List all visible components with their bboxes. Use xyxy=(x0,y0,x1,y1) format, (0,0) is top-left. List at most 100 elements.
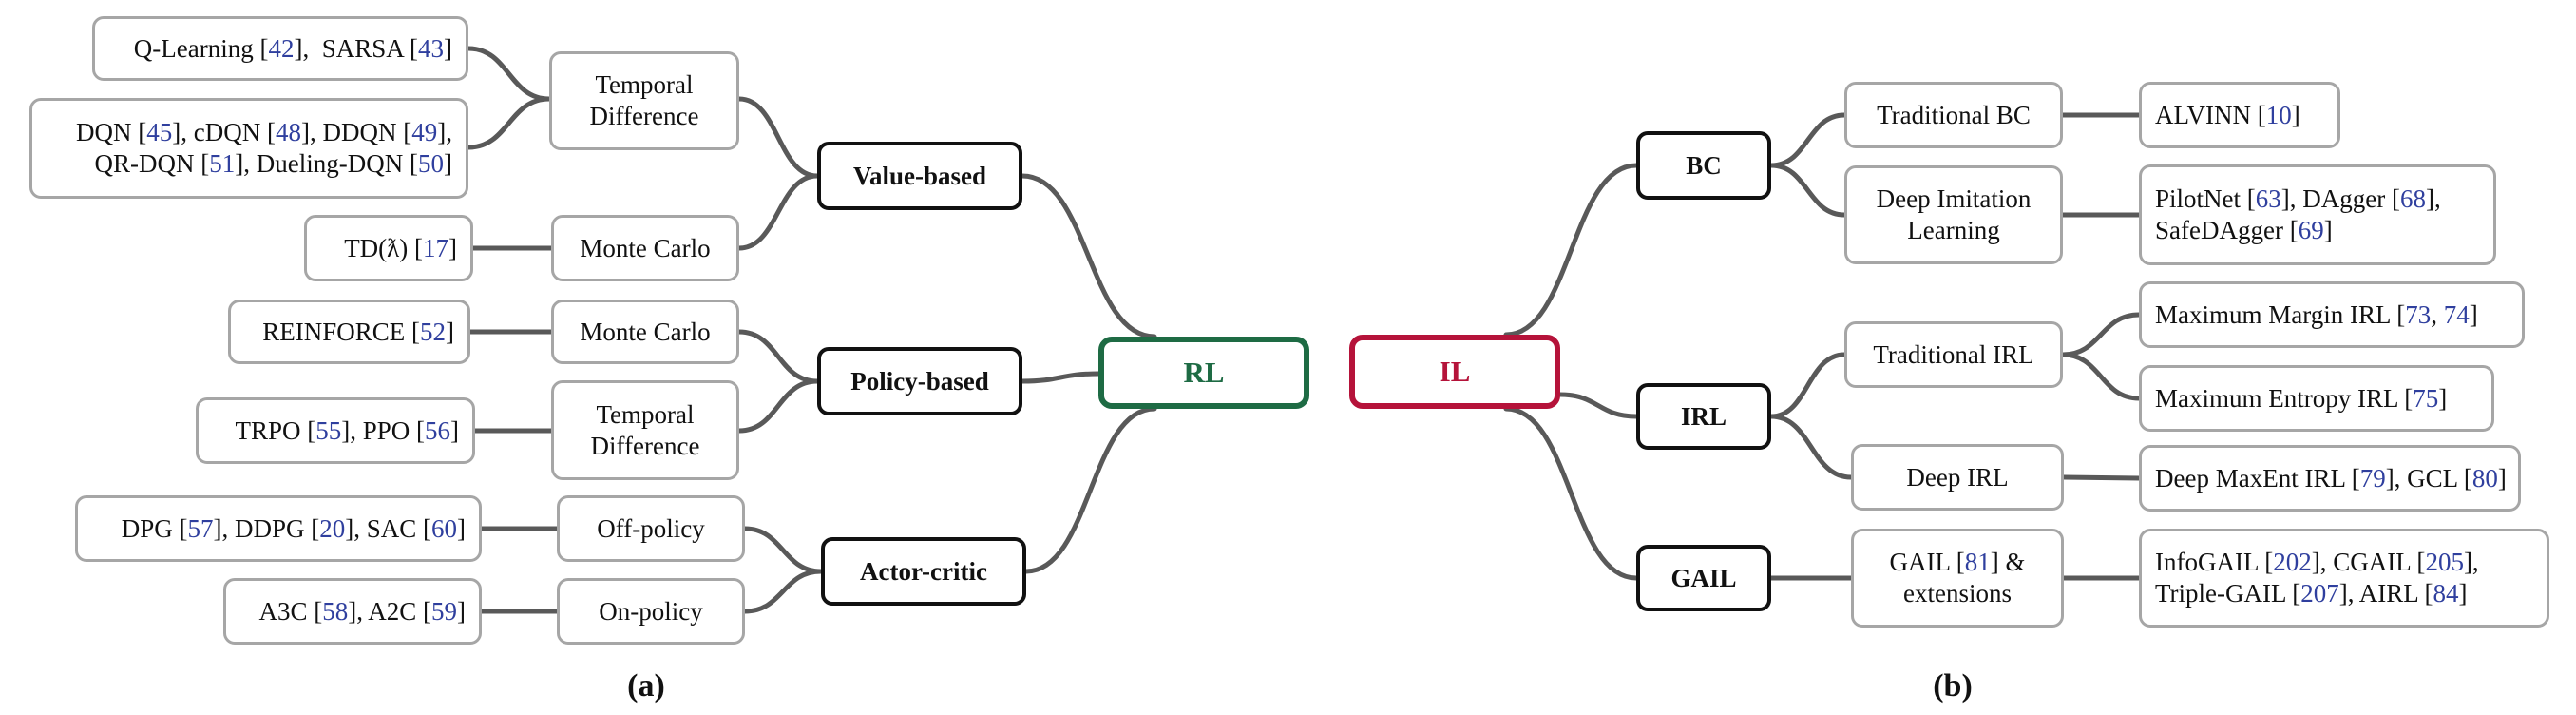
label-lines: PilotNet [63], DAgger [68],SafeDAgger [6… xyxy=(2155,184,2441,246)
label-text: InfoGAIL [ xyxy=(2155,548,2274,576)
label-line: ALVINN [10] xyxy=(2155,100,2300,131)
label-line: TD(ƛ) [17] xyxy=(344,233,457,264)
method-policy-mc: Monte Carlo xyxy=(551,300,739,364)
citation-ref: 17 xyxy=(423,233,448,262)
label-line: Maximum Margin IRL [73, 74] xyxy=(2155,300,2478,331)
label-line: Maximum Entropy IRL [75] xyxy=(2155,383,2447,415)
label-text: ], SARSA [ xyxy=(294,33,418,63)
algo-qlearning: Q-Learning [42], SARSA [43] xyxy=(92,16,468,81)
edge-td-policy xyxy=(736,378,820,434)
citation-ref: 42 xyxy=(268,33,295,63)
algo-reinforce: REINFORCE [52] xyxy=(228,300,470,364)
algo-pilotnet: PilotNet [63], DAgger [68],SafeDAgger [6… xyxy=(2139,164,2496,265)
root-il: IL xyxy=(1349,335,1560,409)
label-lines: DPG [57], DDPG [20], SAC [60] xyxy=(122,513,466,545)
label-lines: GAIL [81] &extensions xyxy=(1890,547,2026,609)
citation-ref: 55 xyxy=(315,415,342,445)
label-text: ], Dueling-DQN [ xyxy=(235,149,418,178)
label-text: ], SAC [ xyxy=(345,513,431,543)
caption-b: (b) xyxy=(1933,668,1973,704)
label-line: REINFORCE [52] xyxy=(262,317,454,348)
label-text: DPG [ xyxy=(121,513,188,543)
citation-ref: 74 xyxy=(2443,300,2470,329)
citation-ref: 56 xyxy=(425,415,450,445)
label-text: ] xyxy=(444,149,452,178)
label-text: PilotNet [ xyxy=(2155,184,2256,213)
citation-ref: 81 xyxy=(1964,548,1991,576)
label-text: ], xyxy=(437,118,452,146)
label-text: ] xyxy=(457,513,466,543)
edge-bc-trad xyxy=(1768,112,1847,168)
label-text: ] xyxy=(457,596,466,626)
label-line: Difference xyxy=(590,431,700,460)
citation-ref: 68 xyxy=(2399,184,2426,213)
label-text: ], A2C [ xyxy=(348,596,431,626)
citation-ref: 207 xyxy=(2300,579,2339,608)
edge-mc-policy xyxy=(736,329,820,384)
citation-ref: 73 xyxy=(2405,300,2432,329)
algo-deep-maxent-irl: Deep MaxEnt IRL [79], GCL [80] xyxy=(2139,445,2521,512)
label-text: ] & xyxy=(1990,548,2026,576)
edge-td-value xyxy=(736,96,820,179)
label-lines: Deep MaxEnt IRL [79], GCL [80] xyxy=(2155,463,2507,494)
category-bc: BC xyxy=(1636,131,1771,200)
label-text: ] xyxy=(450,415,459,445)
method-value-mc: Monte Carlo xyxy=(551,215,739,281)
label-line: GAIL [81] & xyxy=(1890,547,2026,578)
edge-il-bc xyxy=(1503,163,1639,338)
edge-value-rl xyxy=(1020,173,1157,339)
label-line: DQN [45], cDQN [48], DDQN [49], xyxy=(76,117,452,148)
edge-deepirl-deepmaxent xyxy=(2061,474,2142,481)
label-line: TRPO [55], PPO [56] xyxy=(235,415,459,447)
label-text: Deep MaxEnt IRL [ xyxy=(2155,463,2360,493)
label-text: ] xyxy=(446,317,454,346)
label-text: ] xyxy=(444,33,452,63)
label-text: ], xyxy=(2425,184,2441,213)
citation-ref: 84 xyxy=(2433,579,2459,608)
citation-ref: 48 xyxy=(276,118,302,146)
label-text: TD(ƛ) [ xyxy=(344,233,423,262)
label-text: Maximum Entropy IRL [ xyxy=(2155,383,2414,413)
label-text: ] xyxy=(2497,463,2507,493)
label-text: Triple-GAIL [ xyxy=(2155,579,2301,608)
edge-tradirl-maxent xyxy=(2060,352,2142,401)
method-on-policy: On-policy xyxy=(557,578,745,645)
algo-max-entropy-irl: Maximum Entropy IRL [75] xyxy=(2139,365,2494,432)
label-line: QR-DQN [51], Dueling-DQN [50] xyxy=(76,148,452,180)
label-text: ] xyxy=(2469,300,2478,329)
method-traditional-bc: Traditional BC xyxy=(1844,82,2063,148)
category-gail: GAIL xyxy=(1636,545,1771,611)
label-text: ], DDPG [ xyxy=(213,513,320,543)
edge-policy-rl xyxy=(1020,371,1101,384)
label-lines: InfoGAIL [202], CGAIL [205],Triple-GAIL … xyxy=(2155,547,2479,609)
label-text: ], GCL [ xyxy=(2385,463,2472,493)
label-line: Temporal xyxy=(595,70,694,99)
edge-irl-deep xyxy=(1768,414,1854,480)
edge-qlearning-td xyxy=(466,46,552,102)
label-line: extensions xyxy=(1890,578,2026,609)
edge-ac-rl xyxy=(1023,406,1157,574)
edge-tradirl-maxmargin xyxy=(2060,312,2142,358)
edge-il-irl xyxy=(1557,392,1639,419)
label-line: Deep MaxEnt IRL [79], GCL [80] xyxy=(2155,463,2507,494)
citation-ref: 58 xyxy=(322,596,349,626)
category-value-based: Value-based xyxy=(817,142,1022,210)
label-text: , xyxy=(2431,300,2444,329)
citation-ref: 60 xyxy=(431,513,457,543)
label-lines: TRPO [55], PPO [56] xyxy=(235,415,459,447)
label-text: SafeDAgger [ xyxy=(2155,216,2299,244)
label-text: Maximum Margin IRL [ xyxy=(2155,300,2406,329)
citation-ref: 59 xyxy=(431,596,457,626)
algo-trpo: TRPO [55], PPO [56] xyxy=(196,397,475,464)
label-text: ] xyxy=(2438,383,2448,413)
label-text: REINFORCE [ xyxy=(262,317,420,346)
citation-ref: 10 xyxy=(2265,100,2292,129)
label-lines: Q-Learning [42], SARSA [43] xyxy=(134,33,452,65)
method-traditional-irl: Traditional IRL xyxy=(1844,321,2063,388)
citation-ref: 79 xyxy=(2359,463,2386,493)
algo-dpg: DPG [57], DDPG [20], SAC [60] xyxy=(75,495,482,562)
label-text: ] xyxy=(448,233,457,262)
